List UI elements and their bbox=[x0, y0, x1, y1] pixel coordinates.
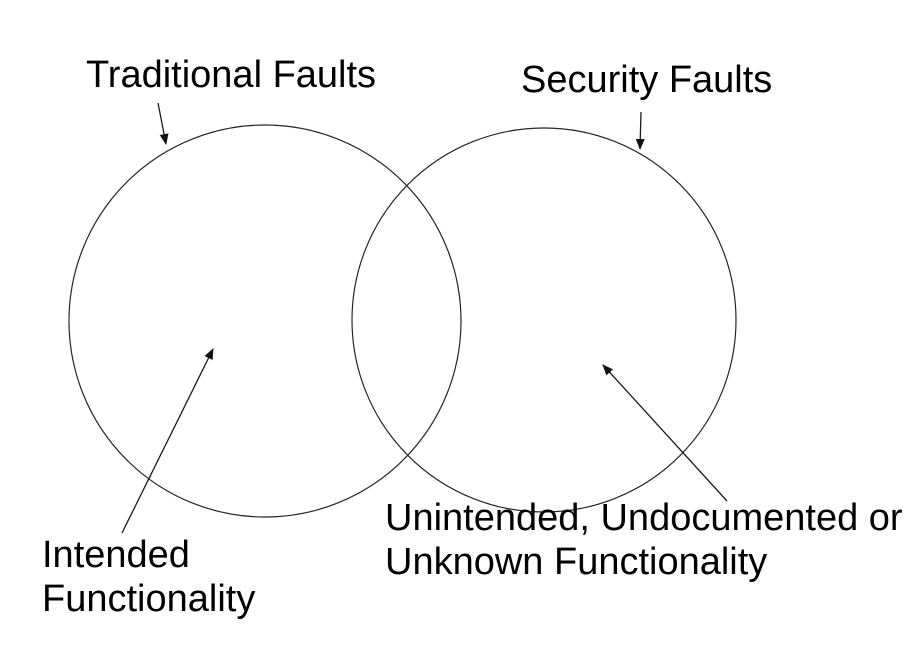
security-faults-arrow bbox=[635, 111, 645, 150]
security-faults-label-text: Security Faults bbox=[521, 59, 773, 101]
intended-functionality-line1: Intended bbox=[42, 534, 190, 576]
intended-functionality-line2: Functionality bbox=[42, 578, 256, 620]
traditional-faults-circle bbox=[68, 124, 462, 518]
security-faults-circle bbox=[351, 127, 737, 513]
traditional-faults-label-text: Traditional Faults bbox=[86, 54, 377, 96]
unintended-functionality-arrow bbox=[602, 364, 728, 502]
traditional-faults-label: Traditional Faults bbox=[86, 53, 376, 97]
intended-functionality-arrow bbox=[121, 348, 214, 534]
traditional-faults-arrow bbox=[157, 102, 169, 145]
security-faults-label: Security Faults bbox=[521, 58, 772, 102]
unintended-functionality-label: Unintended, Undocumented or Unknown Func… bbox=[385, 496, 903, 584]
intended-functionality-label: Intended Functionality bbox=[42, 533, 255, 621]
unintended-functionality-line2: Unknown Functionality bbox=[385, 541, 768, 583]
unintended-functionality-line1: Unintended, Undocumented or bbox=[385, 497, 903, 539]
